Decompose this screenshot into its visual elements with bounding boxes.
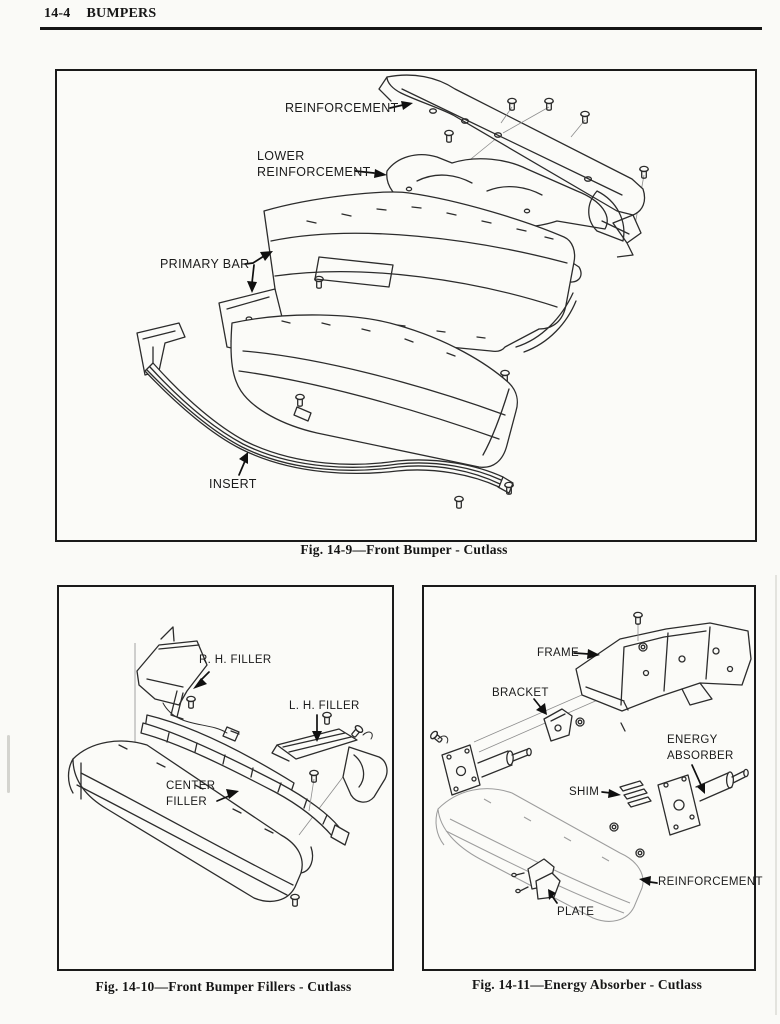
figure-energy-absorber: FRAME BRACKET ENERGY ABSORBER SHIM REINF… bbox=[422, 585, 763, 971]
fig2-caption: Fig. 14-10—Front Bumper Fillers - Cutlas… bbox=[95, 979, 352, 994]
scan-artifact-right bbox=[775, 575, 777, 1015]
fig2-drawing bbox=[67, 626, 388, 907]
page-number: 14-4 bbox=[44, 6, 71, 21]
fig1-caption: Fig. 14-9—Front Bumper - Cutlass bbox=[300, 542, 508, 557]
label-reinforcement: REINFORCEMENT bbox=[285, 101, 399, 115]
page-header: 14-4 BUMPERS bbox=[44, 6, 156, 22]
fig1-arrows bbox=[238, 101, 413, 476]
label-lower-reinforcement-line2: REINFORCEMENT bbox=[257, 165, 371, 179]
label-plate: PLATE bbox=[557, 906, 595, 918]
energy-absorber-right bbox=[609, 768, 749, 858]
bumper-part bbox=[67, 740, 314, 907]
bracket-part bbox=[543, 708, 585, 742]
label-energy-absorber-line2: ABSORBER bbox=[667, 750, 734, 762]
fig3-caption: Fig. 14-11—Energy Absorber - Cutlass bbox=[471, 977, 703, 992]
label-energy-absorber-line1: ENERGY bbox=[667, 734, 718, 746]
label-reinforcement: REINFORCEMENT bbox=[658, 876, 763, 888]
label-shim: SHIM bbox=[569, 786, 600, 798]
insert-part bbox=[136, 322, 514, 494]
label-lh-filler: L. H. FILLER bbox=[289, 700, 360, 712]
label-center-filler-line1: CENTER bbox=[166, 780, 216, 792]
energy-absorber-left bbox=[428, 729, 532, 796]
label-insert: INSERT bbox=[209, 477, 257, 491]
label-primary-bar: PRIMARY BAR bbox=[160, 257, 250, 271]
header-rule bbox=[40, 27, 762, 30]
frame-part bbox=[575, 611, 752, 732]
label-rh-filler: R. H. FILLER bbox=[199, 654, 272, 666]
center-filler-part bbox=[140, 714, 350, 846]
scan-artifact bbox=[7, 735, 10, 793]
fig3-drawing bbox=[428, 611, 752, 922]
shim-part bbox=[619, 780, 652, 808]
label-bracket: BRACKET bbox=[492, 687, 549, 699]
reinforcement-part bbox=[435, 788, 644, 922]
fig1-drawing bbox=[136, 74, 649, 509]
bumper-body-part bbox=[230, 314, 518, 509]
page-title: BUMPERS bbox=[86, 6, 157, 21]
fig2-arrows bbox=[193, 671, 322, 802]
label-lower-reinforcement-line1: LOWER bbox=[257, 149, 305, 163]
figure-bumper-fillers: R. H. FILLER L. H. FILLER CENTER FILLER bbox=[57, 585, 394, 971]
figure-front-bumper: REINFORCEMENT LOWER REINFORCEMENT PRIMAR… bbox=[55, 69, 757, 542]
bumper-end-cap bbox=[342, 746, 388, 803]
reinforcement-part bbox=[378, 74, 649, 258]
fig3-arrows bbox=[533, 649, 705, 904]
rh-filler-part bbox=[136, 626, 240, 742]
label-frame: FRAME bbox=[537, 647, 579, 659]
label-center-filler-line2: FILLER bbox=[166, 796, 208, 808]
